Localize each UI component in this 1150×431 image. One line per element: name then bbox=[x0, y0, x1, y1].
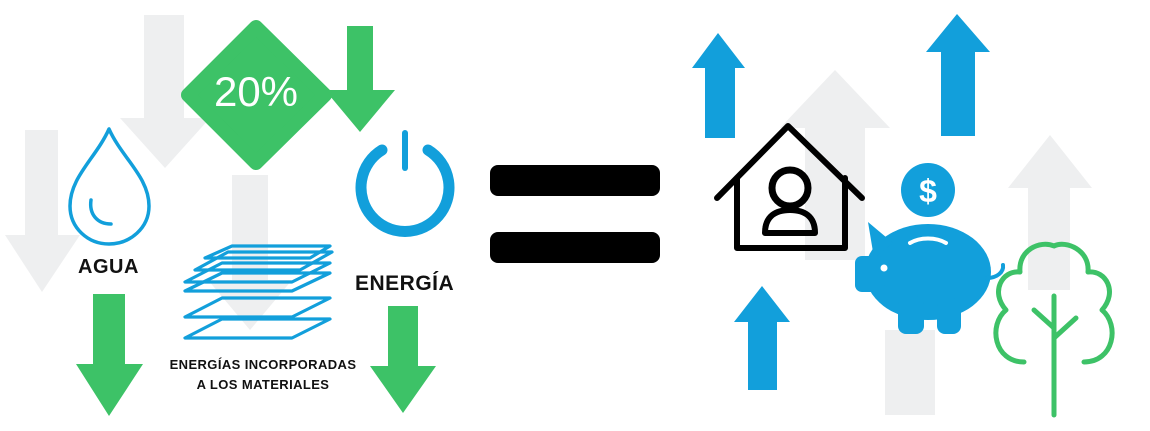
material-layers-icon bbox=[183, 244, 334, 340]
green-arrows bbox=[76, 26, 436, 416]
tree-icon bbox=[993, 241, 1115, 418]
reduction-percent-label: 20% bbox=[213, 68, 299, 115]
gray-down-arrow-icon bbox=[5, 130, 80, 292]
blue-up-arrow-icon bbox=[734, 286, 790, 390]
materials-label-line-1: ENERGÍAS INCORPORADAS bbox=[169, 357, 357, 372]
green-down-arrow-icon bbox=[370, 306, 436, 413]
blue-arrows bbox=[692, 14, 990, 390]
water-drop-icon bbox=[68, 127, 151, 246]
blue-up-arrow-icon bbox=[926, 14, 990, 136]
blue-up-arrow-icon bbox=[692, 33, 745, 138]
dollar-symbol: $ bbox=[919, 172, 937, 209]
materials-label: ENERGÍAS INCORPORADAS A LOS MATERIALES bbox=[148, 355, 378, 395]
piggy-bank-icon bbox=[855, 222, 1006, 334]
green-diamond-shape bbox=[181, 20, 332, 170]
green-down-arrow-icon bbox=[325, 26, 395, 132]
green-down-arrow-icon bbox=[76, 294, 143, 416]
power-icon bbox=[355, 130, 455, 237]
house-person-icon bbox=[714, 123, 865, 251]
gray-down-arrow-icon bbox=[120, 15, 210, 168]
water-label: AGUA bbox=[78, 256, 139, 278]
reduction-badge bbox=[181, 20, 332, 170]
equals-sign-icon bbox=[490, 165, 660, 263]
gray-up-arrow-icon bbox=[885, 330, 935, 415]
dollar-coin-icon bbox=[901, 163, 955, 217]
materials-label-line-2: A LOS MATERIALES bbox=[196, 377, 330, 392]
energy-label: ENERGÍA bbox=[355, 272, 455, 295]
